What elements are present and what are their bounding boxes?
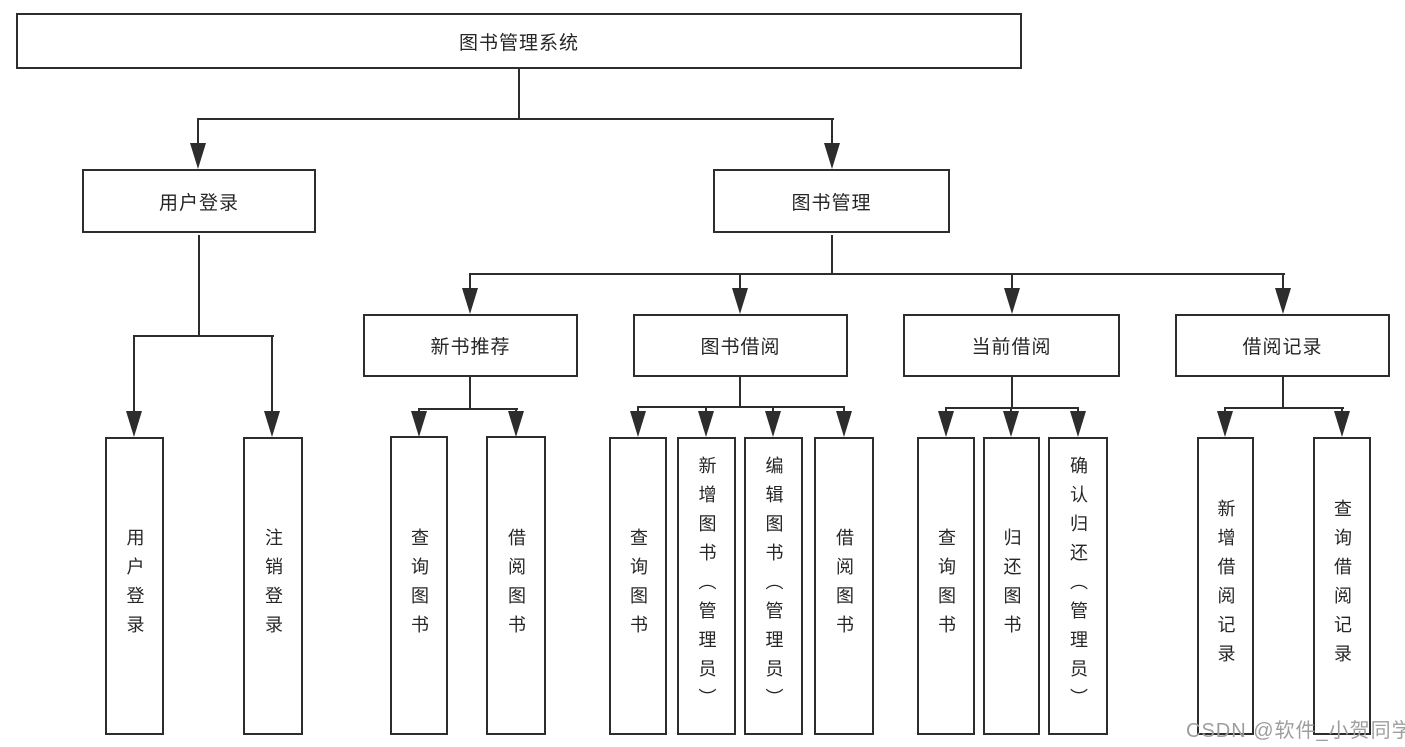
connector-hline bbox=[469, 273, 1285, 275]
connector-vline bbox=[1077, 407, 1079, 414]
leaf-newbooks-query-books: 查询图书 bbox=[390, 436, 448, 735]
connector-vline bbox=[469, 273, 471, 290]
connector-vline bbox=[1282, 377, 1284, 408]
leaf-user-login-label: 用户登录 bbox=[124, 528, 145, 644]
arrow-down-icon bbox=[836, 411, 852, 437]
leaf-current-confirm-return-admin: 确认归还（管理员） bbox=[1048, 437, 1108, 735]
leaf-borrowing-query-books-label: 查询图书 bbox=[628, 528, 648, 644]
arrow-down-icon bbox=[126, 411, 142, 437]
connector-vline bbox=[831, 235, 833, 275]
connector-hline bbox=[197, 118, 834, 120]
connector-vline bbox=[945, 407, 947, 414]
connector-hline bbox=[418, 408, 518, 410]
arrow-down-icon bbox=[411, 411, 427, 437]
arrow-down-icon bbox=[1004, 288, 1020, 314]
connector-vline bbox=[739, 273, 741, 290]
connector-vline bbox=[1010, 407, 1012, 414]
csdn-watermark: CSDN @软件_小贺同学 bbox=[1186, 720, 1405, 742]
node-library-system-label: 图书管理系统 bbox=[458, 32, 579, 54]
arrow-down-icon bbox=[938, 411, 954, 437]
leaf-logout: 注销登录 bbox=[243, 437, 303, 735]
node-book-management: 图书管理 bbox=[713, 169, 950, 233]
node-new-book-recommend: 新书推荐 bbox=[363, 314, 578, 377]
connector-vline bbox=[133, 335, 135, 413]
arrow-down-icon bbox=[824, 143, 840, 169]
arrow-down-icon bbox=[1217, 411, 1233, 437]
arrow-down-icon bbox=[1003, 411, 1019, 437]
leaf-borrowing-add-books-admin: 新增图书（管理员） bbox=[677, 437, 736, 735]
node-book-borrowing-label: 图书借阅 bbox=[700, 337, 781, 358]
arrow-down-icon bbox=[264, 411, 280, 437]
leaf-records-query-record-label: 查询借阅记录 bbox=[1332, 499, 1352, 673]
arrow-down-icon bbox=[765, 411, 781, 437]
connector-vline bbox=[1341, 407, 1343, 414]
arrow-down-icon bbox=[630, 411, 646, 437]
leaf-records-add-record-label: 新增借阅记录 bbox=[1215, 499, 1236, 673]
leaf-borrowing-borrow-books: 借阅图书 bbox=[814, 437, 874, 735]
connector-hline bbox=[133, 335, 274, 337]
leaf-records-query-record: 查询借阅记录 bbox=[1313, 437, 1371, 735]
leaf-current-query-books-label: 查询图书 bbox=[936, 528, 956, 644]
connector-vline bbox=[637, 406, 639, 414]
leaf-current-query-books: 查询图书 bbox=[917, 437, 975, 735]
arrow-down-icon bbox=[508, 411, 524, 437]
node-book-management-label: 图书管理 bbox=[791, 192, 872, 214]
arrow-down-icon bbox=[732, 288, 748, 314]
leaf-newbooks-borrow-books-label: 借阅图书 bbox=[506, 527, 526, 644]
connector-vline bbox=[271, 335, 273, 413]
connector-vline bbox=[843, 406, 845, 414]
node-new-book-recommend-label: 新书推荐 bbox=[430, 337, 511, 358]
node-current-borrowing-label: 当前借阅 bbox=[971, 337, 1052, 358]
connector-vline bbox=[518, 69, 520, 119]
connector-vline bbox=[197, 118, 199, 145]
connector-vline bbox=[831, 118, 833, 145]
node-current-borrowing: 当前借阅 bbox=[903, 314, 1120, 377]
node-library-system: 图书管理系统 bbox=[16, 13, 1022, 69]
leaf-logout-label: 注销登录 bbox=[263, 528, 283, 644]
leaf-current-confirm-return-admin-label: 确认归还（管理员） bbox=[1068, 455, 1088, 717]
connector-vline bbox=[1011, 273, 1013, 290]
leaf-borrowing-borrow-books-label: 借阅图书 bbox=[834, 528, 854, 644]
leaf-borrowing-query-books: 查询图书 bbox=[609, 437, 667, 735]
arrow-down-icon bbox=[1275, 288, 1291, 314]
connector-vline bbox=[469, 377, 471, 409]
connector-vline bbox=[1011, 377, 1013, 408]
leaf-newbooks-borrow-books: 借阅图书 bbox=[486, 436, 546, 735]
node-borrow-records: 借阅记录 bbox=[1175, 314, 1390, 377]
node-book-borrowing: 图书借阅 bbox=[633, 314, 848, 377]
connector-vline bbox=[198, 235, 200, 337]
leaf-current-return-books: 归还图书 bbox=[983, 437, 1040, 735]
node-user-login-branch-label: 用户登录 bbox=[158, 192, 239, 214]
connector-hline bbox=[1224, 407, 1344, 409]
node-borrow-records-label: 借阅记录 bbox=[1242, 337, 1323, 358]
arrow-down-icon bbox=[1070, 411, 1086, 437]
leaf-borrowing-edit-books-admin: 编辑图书（管理员） bbox=[744, 437, 803, 735]
leaf-user-login: 用户登录 bbox=[105, 437, 164, 735]
connector-vline bbox=[1282, 273, 1284, 290]
leaf-borrowing-edit-books-admin-label: 编辑图书（管理员） bbox=[763, 455, 784, 717]
connector-hline bbox=[945, 407, 1079, 409]
leaf-borrowing-add-books-admin-label: 新增图书（管理员） bbox=[696, 455, 717, 717]
arrow-down-icon bbox=[1334, 411, 1350, 437]
connector-vline bbox=[705, 406, 707, 414]
connector-hline bbox=[637, 406, 845, 408]
leaf-records-add-record: 新增借阅记录 bbox=[1197, 437, 1254, 735]
arrow-down-icon bbox=[190, 143, 206, 169]
connector-vline bbox=[1224, 407, 1226, 414]
arrow-down-icon bbox=[462, 288, 478, 314]
connector-vline bbox=[772, 406, 774, 414]
leaf-current-return-books-label: 归还图书 bbox=[1001, 528, 1022, 644]
leaf-newbooks-query-books-label: 查询图书 bbox=[409, 527, 429, 644]
connector-vline bbox=[739, 377, 741, 407]
node-user-login-branch: 用户登录 bbox=[82, 169, 316, 233]
arrow-down-icon bbox=[698, 411, 714, 437]
